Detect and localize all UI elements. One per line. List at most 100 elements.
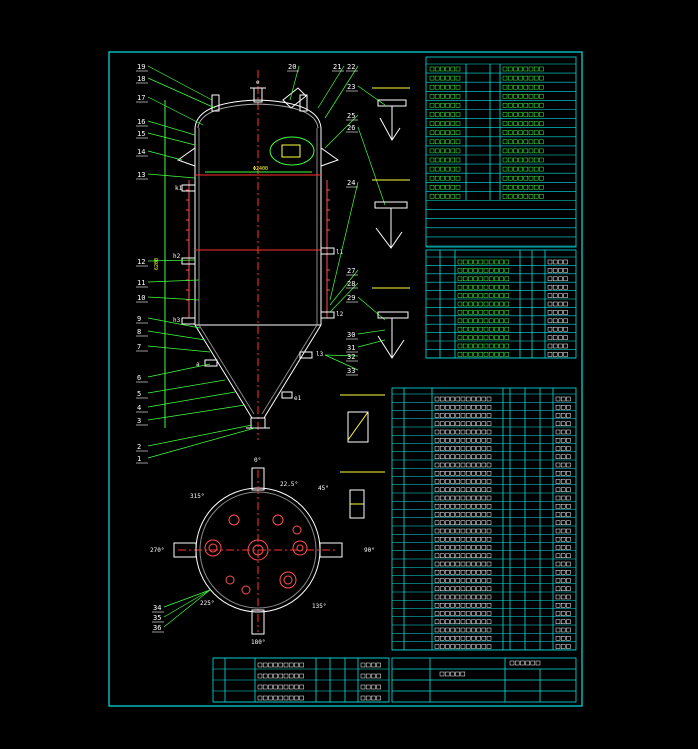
angle-135: 135° (312, 603, 326, 610)
angle-180: 180° (251, 639, 265, 646)
plan-lug-left (173, 542, 197, 558)
balloon-group-bottom-left: 34 35 36 (152, 589, 211, 633)
balloon-label: 8 (137, 328, 141, 336)
support-lug-right (320, 147, 340, 167)
balloon-label: 13 (137, 171, 145, 179)
balloon-18: 18 (136, 75, 216, 109)
balloon-7: 7 (136, 343, 211, 353)
balloon-label: 35 (153, 614, 161, 622)
drawing-border (108, 51, 583, 707)
nozzle-e1 (281, 391, 293, 399)
parts-list-rows (392, 393, 576, 651)
nozzle-table (425, 249, 577, 359)
mark-l1: l1 (336, 249, 344, 256)
balloon-label: 30 (347, 331, 355, 339)
balloon-label: 14 (137, 148, 145, 156)
balloon-30: 30 (346, 329, 386, 340)
top-head (194, 99, 322, 129)
angle-270: 270° (150, 547, 164, 554)
cone-left-inner (198, 324, 255, 415)
plan-nozzle-center (247, 539, 269, 561)
plan-nozzle-c (292, 540, 308, 556)
balloon-label: 32 (347, 353, 355, 361)
balloon-13: 13 (136, 171, 196, 180)
plan-nozzle-k1 (228, 514, 240, 526)
balloon-label: 3 (137, 417, 141, 425)
plan-nozzle-f (272, 514, 284, 526)
mark-e1: e1 (294, 395, 302, 402)
nozzle-h3 (181, 317, 196, 325)
balloon-14: 14 (136, 148, 183, 161)
balloon-32: 32 (324, 353, 359, 362)
balloon-label: 15 (137, 130, 145, 138)
detail-view-5 (340, 471, 385, 519)
balloon-label: 21 (333, 63, 341, 71)
balloon-31: 31 (346, 339, 386, 353)
balloon-3: 3 (136, 404, 246, 426)
detail-view-1 (372, 87, 410, 141)
plan-nozzle-a (204, 539, 222, 557)
mark-e: e (256, 79, 260, 86)
balloon-label: 1 (137, 455, 141, 463)
nozzle-a (204, 359, 218, 367)
mark-l3: l3 (316, 351, 324, 358)
jacket-hatch (186, 189, 330, 301)
balloon-label: 25 (347, 112, 355, 120)
balloon-27: 27 (329, 267, 359, 306)
cone-left (194, 324, 253, 419)
balloon-35: 35 (152, 589, 211, 623)
balloon-20: 20 (287, 63, 300, 101)
balloon-label: 6 (137, 374, 141, 382)
mark-a: a (196, 361, 200, 368)
top-nozzle-right (299, 94, 308, 112)
top-nozzle-left (211, 94, 220, 112)
plan-nozzle-b (279, 571, 297, 589)
balloon-label: 33 (347, 367, 355, 375)
balloon-label: 29 (347, 294, 355, 302)
balloon-label: 34 (153, 604, 161, 612)
detail-circle (269, 136, 315, 166)
balloon-22: 22 (324, 63, 359, 119)
balloon-34: 34 (152, 589, 211, 613)
balloon-label: 31 (347, 344, 355, 352)
balloon-label: 24 (347, 179, 355, 187)
top-head-inner (197, 103, 319, 129)
balloon-15: 15 (136, 130, 196, 146)
balloon-6: 6 (136, 363, 211, 383)
balloon-8: 8 (136, 328, 206, 341)
nozzle-l3 (299, 351, 313, 359)
balloon-label: 26 (347, 124, 355, 132)
spec-table (425, 56, 577, 248)
balloon-label: 11 (137, 279, 145, 287)
plan-lug-right (319, 542, 343, 558)
shell-diameter-label: Φ2400 (253, 166, 268, 172)
mark-h3: h3 (173, 317, 181, 324)
balloon-24: 24 (329, 179, 359, 301)
manway-inclined (282, 87, 307, 109)
table-text-glyphs (257, 66, 571, 701)
angle-0: 0° (254, 457, 261, 464)
nozzle-l2 (320, 311, 335, 319)
plan-nozzle-f1 (292, 525, 302, 535)
detail-view-4 (340, 394, 385, 443)
balloon-label: 12 (137, 258, 145, 266)
vessel-elevation (164, 70, 340, 440)
nozzle-h2 (181, 257, 196, 265)
balloon-5: 5 (136, 379, 226, 399)
mark-l2: l2 (336, 311, 344, 318)
nozzle-table-rows (426, 256, 576, 359)
balloon-26: 26 (346, 124, 386, 206)
plan-nozzle-n (241, 585, 251, 595)
balloon-17: 17 (136, 94, 204, 126)
angle-315: 315° (190, 493, 204, 500)
balloon-label: 36 (153, 624, 161, 632)
balloon-23: 23 (346, 83, 386, 106)
plan-lug-bottom (251, 609, 265, 635)
nozzle-l1 (320, 247, 335, 255)
total-height-label: 6200 (154, 258, 160, 270)
detail-view-3 (372, 287, 410, 359)
